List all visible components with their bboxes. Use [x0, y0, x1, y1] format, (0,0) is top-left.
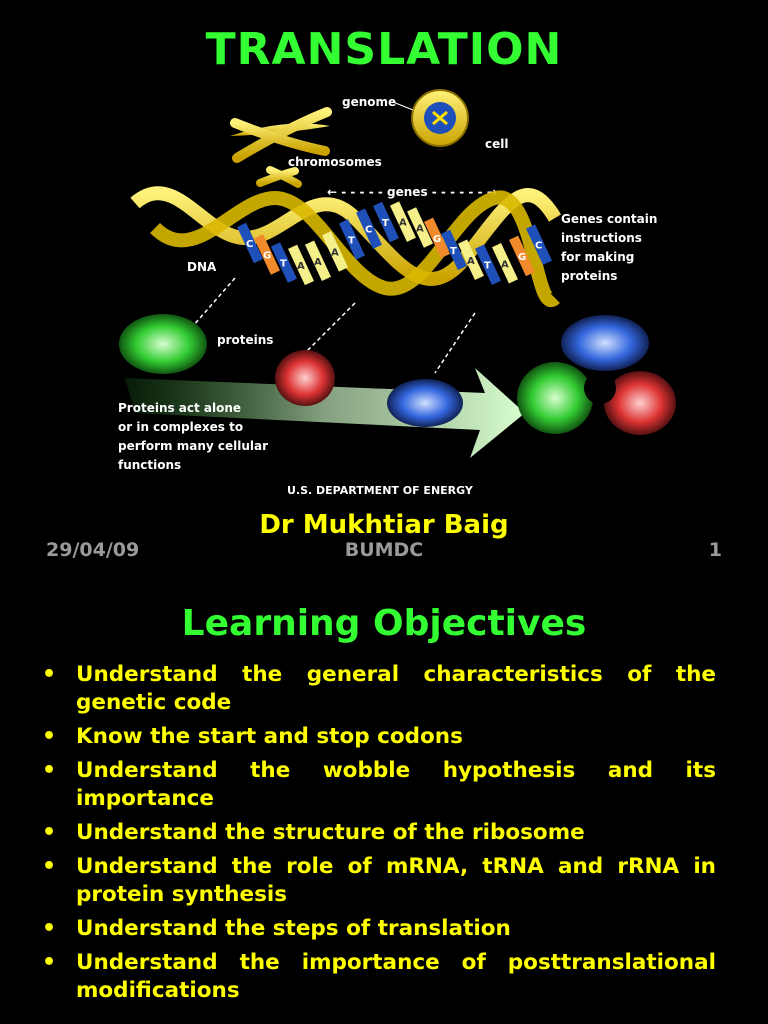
- green-protein: [119, 314, 207, 374]
- chromosome-icon: [230, 107, 332, 188]
- credit-label: U.S. DEPARTMENT OF ENERGY: [287, 484, 474, 497]
- base-letter: A: [297, 261, 305, 272]
- base-pair-rung: [254, 234, 280, 275]
- bullet-icon: •: [42, 820, 57, 845]
- slide-title: Learning Objectives: [181, 603, 587, 644]
- objectives-list: •Understand the general characteristics …: [40, 661, 716, 1011]
- base-pair-rung: [373, 201, 399, 243]
- slide-title: TRANSLATION: [205, 24, 563, 75]
- base-letter: A: [467, 256, 475, 267]
- bullet-icon: •: [42, 916, 57, 941]
- bullet-icon: •: [42, 662, 57, 687]
- blue-protein: [387, 379, 463, 427]
- bullet-icon: •: [42, 854, 57, 879]
- bullet-icon: •: [42, 724, 57, 749]
- base-pair-rung: [441, 229, 467, 271]
- bullet-icon: •: [42, 758, 57, 783]
- base-letter: T: [382, 218, 389, 229]
- list-item: •Understand the importance of posttransl…: [42, 950, 716, 1003]
- base-pair-rung: [271, 242, 297, 283]
- cell-label: cell: [485, 137, 508, 151]
- base-letter: C: [535, 241, 542, 252]
- footer-page-number: 1: [708, 539, 722, 561]
- base-pair-rung: [356, 208, 382, 249]
- base-pair-rung: [458, 239, 484, 281]
- slide-2: Learning Objectives •Understand the gene…: [0, 585, 768, 1024]
- chromosomes-label: chromosomes: [288, 155, 382, 169]
- base-pair-rung: [288, 244, 314, 286]
- base-pair-rung: [492, 243, 518, 284]
- base-pair-rung: [237, 222, 263, 264]
- list-item: •Understand the wobble hypothesis and it…: [42, 758, 716, 811]
- author-name: Dr Mukhtiar Baig: [259, 510, 509, 540]
- base-letter: T: [450, 246, 457, 257]
- proteins-label: proteins: [217, 333, 273, 347]
- base-pair-rung: [424, 217, 450, 259]
- dna-label: DNA: [187, 260, 217, 274]
- base-pair-rung: [509, 235, 535, 277]
- base-letter: A: [331, 247, 339, 258]
- bullet-icon: •: [42, 950, 57, 975]
- base-pair-rung: [322, 231, 348, 272]
- base-letter: G: [263, 250, 271, 261]
- list-item: •Understand the role of mRNA, tRNA and r…: [42, 854, 716, 907]
- base-pair-rung: [475, 244, 501, 285]
- list-item: •Understand the steps of translation: [42, 916, 511, 941]
- base-pair-rung: [305, 240, 331, 282]
- base-letter: T: [484, 261, 491, 272]
- genes-label: ← - - - - - genes - - - - - - →: [327, 185, 497, 199]
- base-pair-rung: [390, 201, 416, 242]
- pointer-lines: [192, 277, 476, 374]
- base-letter: C: [246, 239, 253, 250]
- base-letter: T: [348, 236, 355, 247]
- list-item: •Understand the general characteristics …: [42, 662, 716, 715]
- genes-note: Genes contain instructions for making pr…: [561, 212, 662, 283]
- base-letter: G: [433, 234, 441, 245]
- footer-date: 29/04/09: [46, 539, 140, 561]
- base-letter: T: [280, 259, 287, 270]
- base-pair-rung: [339, 219, 365, 260]
- base-letter: A: [416, 223, 424, 234]
- dna-to-protein-figure: genome cell chromosomes ← - - - - - gene…: [118, 89, 676, 497]
- slide-1: TRANSLATION: [46, 24, 722, 561]
- base-letter: A: [501, 259, 509, 270]
- list-item: •Understand the structure of the ribosom…: [42, 820, 585, 845]
- cell-icon: [411, 89, 469, 147]
- genome-label: genome: [342, 95, 396, 109]
- footer-institution: BUMDC: [344, 539, 424, 561]
- base-letter: A: [399, 218, 407, 229]
- list-item: •Know the start and stop codons: [42, 724, 463, 749]
- base-letter: A: [314, 257, 322, 268]
- base-pair-rung: [407, 207, 433, 248]
- base-letter: G: [518, 252, 526, 263]
- proteins-note: Proteins act alone or in complexes to pe…: [118, 401, 272, 472]
- base-letter: C: [365, 225, 372, 236]
- red-protein: [275, 350, 335, 406]
- protein-complex: [517, 315, 676, 435]
- base-pair-rung: [526, 224, 552, 265]
